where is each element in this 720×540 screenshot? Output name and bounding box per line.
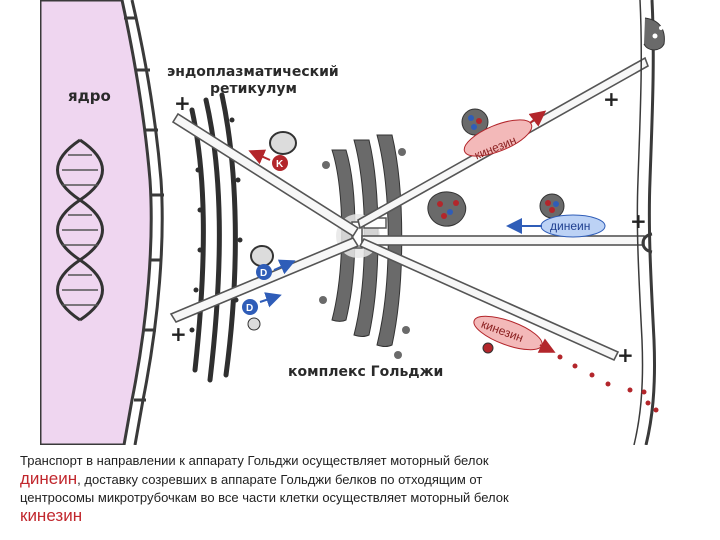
caption-word-dynein: динеин: [20, 469, 78, 488]
er-vesicles: [250, 131, 297, 267]
nucleus-label: ядро: [68, 87, 111, 105]
caption-line-4: кинезин: [20, 507, 710, 526]
nuclear-envelope: [130, 0, 164, 445]
nucleus: [40, 0, 153, 445]
cell-membrane-inner: [633, 0, 644, 445]
dynein-marker-2: D: [242, 292, 282, 331]
svg-text:D: D: [246, 303, 253, 314]
svg-text:K: K: [276, 159, 284, 170]
cargo-vesicle-top: [461, 108, 489, 136]
golgi-label: комплекс Гольджи: [288, 364, 443, 380]
golgi-vesicles: [319, 148, 410, 359]
svg-text:динеин: динеин: [550, 219, 590, 233]
cell-membrane: [644, 0, 657, 445]
plus-ends: + + + + +: [170, 87, 647, 367]
caption-line-1: Транспорт в направлении к аппарату Гольд…: [20, 453, 489, 468]
small-vesicle: [482, 342, 494, 354]
dynein-motor: динеин: [506, 214, 606, 238]
dna-helix-icon: [56, 138, 104, 322]
er-label-line1: эндоплазматический: [167, 64, 339, 80]
caption-line-3: центросомы микротрубочкам во все части к…: [20, 490, 509, 505]
er-label-line2: ретикулум: [210, 81, 297, 97]
cargo-vesicle-middle: [539, 193, 565, 219]
caption-line-2-text: , доставку созревших в аппарате Гольджи …: [77, 472, 483, 487]
svg-text:+: +: [174, 91, 191, 115]
svg-text:+: +: [617, 343, 634, 367]
nuclear-pores: [124, 16, 164, 402]
svg-text:+: +: [630, 209, 647, 233]
kinesin-marker: K: [248, 149, 288, 171]
cell-transport-diagram: кинезин динеин кинезин K D D + + + + + я…: [40, 0, 665, 445]
svg-text:D: D: [260, 268, 267, 279]
dynein-marker-1: D: [256, 259, 296, 280]
caption: Транспорт в направлении к аппарату Гольд…: [20, 452, 710, 526]
cargo-cluster: [427, 191, 467, 227]
svg-text:+: +: [170, 322, 187, 346]
caption-word-kinesin: кинезин: [20, 506, 83, 525]
microtubules: [169, 56, 649, 362]
svg-text:+: +: [603, 87, 620, 111]
membrane-vesicle: [643, 17, 665, 51]
caption-line-2: динеин, доставку созревших в аппарате Го…: [20, 470, 710, 489]
secreted-particles: [557, 354, 659, 413]
membrane-invagination: [641, 232, 653, 254]
